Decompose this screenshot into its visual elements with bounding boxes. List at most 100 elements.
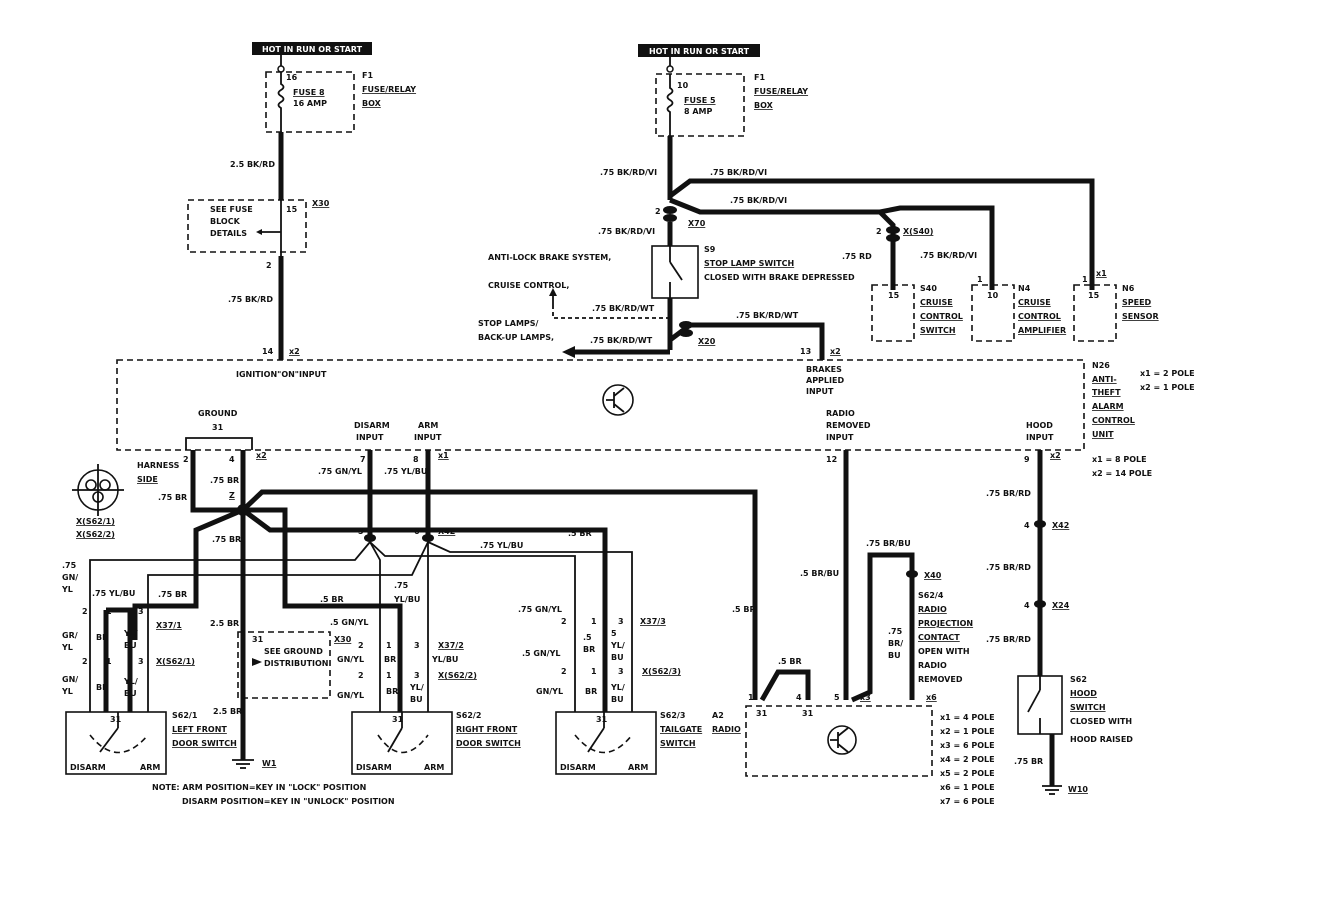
lf-wire-ylbu: .75 YL/BU bbox=[92, 589, 135, 598]
radio-name: RADIO bbox=[712, 725, 741, 734]
harness-label2: SIDE bbox=[137, 475, 158, 484]
wire-to-n6 bbox=[668, 178, 1095, 290]
cruise-arrow-head bbox=[549, 288, 557, 296]
rf-switch-blade bbox=[387, 727, 403, 753]
tg-disarm: DISARM bbox=[560, 763, 596, 772]
conn-ref-2: X(S62/2) bbox=[76, 530, 115, 539]
disarm-wire-label: .75 GN/YL bbox=[318, 467, 362, 476]
hood-note1: CLOSED WITH bbox=[1070, 717, 1132, 726]
wire-75br-c: .75 BR bbox=[158, 590, 187, 599]
tg-name1: TAILGATE bbox=[660, 725, 702, 734]
radio-wire-5br-b: .5 BR bbox=[778, 657, 802, 666]
s62-4-line4: OPEN WITH bbox=[918, 647, 970, 656]
pin-12: 12 bbox=[826, 455, 837, 464]
x20-connector-top bbox=[679, 321, 693, 329]
s9-switch-box bbox=[651, 245, 699, 299]
x42-pin6: 6 bbox=[414, 527, 420, 536]
n26-ref: N26 bbox=[1092, 361, 1110, 370]
n4-line1: CRUISE bbox=[1018, 298, 1051, 307]
wire-75-b-label: .75 bbox=[394, 581, 409, 590]
radio-wire-75brbu: .75 BR/BU bbox=[866, 539, 911, 548]
lf-gn-2: YL bbox=[61, 687, 73, 696]
ground-dist-box bbox=[237, 631, 331, 699]
fuse-right-box2: BOX bbox=[754, 101, 774, 110]
wire-disarm-to-lf bbox=[89, 541, 371, 640]
x42-connector-6 bbox=[422, 534, 434, 542]
x42-ref: X42 bbox=[438, 527, 455, 536]
lf-wire-gnyl-1: .75 bbox=[62, 561, 77, 570]
tg-pin1b: 1 bbox=[591, 667, 597, 676]
rf-ylbu-2: BU bbox=[410, 695, 423, 704]
hood-name1: HOOD bbox=[1070, 689, 1097, 698]
radio-pin-x6: x6 bbox=[926, 693, 937, 702]
x42-connector-5 bbox=[364, 534, 376, 542]
ign-conn: x2 bbox=[289, 347, 300, 356]
lf-pin1b: 1 bbox=[106, 657, 112, 666]
rf-switch-arc bbox=[377, 734, 429, 754]
arm-label2: INPUT bbox=[414, 433, 442, 442]
tg-pin3b: 3 bbox=[618, 667, 624, 676]
wire-gnd-pin2 bbox=[190, 450, 243, 513]
pin-x2b: x2 bbox=[1050, 451, 1061, 460]
radio-label3: INPUT bbox=[826, 433, 854, 442]
n6-line1: SPEED bbox=[1122, 298, 1152, 307]
x540-connector-top bbox=[886, 226, 900, 234]
wire-ylbu-c-label: YL/BU bbox=[393, 595, 420, 604]
wire-gnd-to-lf-door bbox=[132, 507, 244, 640]
x20-ref: X20 bbox=[698, 337, 716, 346]
wire-arm-to-tg bbox=[427, 541, 633, 640]
terminal-left bbox=[277, 65, 285, 73]
brake-label2: APPLIED bbox=[806, 376, 844, 385]
lf-conn-ref-b: X(S62/1) bbox=[156, 657, 195, 666]
radio-pole-3: x4 = 2 POLE bbox=[940, 755, 995, 764]
wire-top1-label: .75 BK/RD/VI bbox=[710, 168, 767, 177]
pole-note-4: x2 = 14 POLE bbox=[1092, 469, 1152, 478]
n26-line3: ALARM bbox=[1092, 402, 1124, 411]
disarm-label2: INPUT bbox=[356, 433, 384, 442]
fuse-block-line1: SEE FUSE bbox=[210, 205, 253, 214]
lf-door-switch-box bbox=[65, 711, 167, 775]
harness-pin-1 bbox=[85, 479, 97, 491]
radio-transistor-circle bbox=[827, 725, 857, 755]
note-line2: DISARM POSITION=KEY IN "UNLOCK" POSITION bbox=[182, 797, 395, 806]
lf-wire-gnyl-2: GN/ bbox=[62, 573, 78, 582]
rf-pin3b: 3 bbox=[414, 671, 420, 680]
hood-name2: SWITCH bbox=[1070, 703, 1106, 712]
hot-label-left: HOT IN RUN OR START bbox=[262, 45, 363, 54]
pin-7: 7 bbox=[360, 455, 366, 464]
rf-pin1b: 1 bbox=[386, 671, 392, 680]
tg-br-3: BR bbox=[585, 687, 597, 696]
pin-2: 2 bbox=[183, 455, 189, 464]
pole-note-2: x2 = 1 POLE bbox=[1140, 383, 1195, 392]
x70-pin: 2 bbox=[655, 207, 661, 216]
hood-switch-contact bbox=[1027, 689, 1041, 713]
n26-line4: CONTROL bbox=[1092, 416, 1135, 425]
wire-disarm-to-rf bbox=[369, 541, 381, 640]
x540-pin: 2 bbox=[876, 227, 882, 236]
tg-ylbu-1: 5 bbox=[611, 629, 617, 638]
tg-pin3a: 3 bbox=[618, 617, 624, 626]
lf-pin3a: 3 bbox=[138, 607, 144, 616]
hood-note2: HOOD RAISED bbox=[1070, 735, 1133, 744]
w30-pin: 31 bbox=[252, 635, 264, 644]
s9-contact bbox=[669, 261, 683, 281]
fuse-block-ref: X30 bbox=[312, 199, 330, 208]
fuse-left-pin: 16 bbox=[286, 73, 298, 82]
n6-pin: 15 bbox=[1088, 291, 1100, 300]
lf-pin3b: 3 bbox=[138, 657, 144, 666]
lf-switch-arc bbox=[89, 734, 149, 754]
lf-arm: ARM bbox=[140, 763, 160, 772]
radio-pole-6: x7 = 6 POLE bbox=[940, 797, 995, 806]
s40-line3: SWITCH bbox=[920, 326, 956, 335]
rf-name1: RIGHT FRONT bbox=[456, 725, 518, 734]
rf-pin2a: 2 bbox=[358, 641, 364, 650]
tg-ylbu-5: BU bbox=[611, 695, 624, 704]
wire-75br-d: .75 BR bbox=[212, 535, 241, 544]
hood-x24-connector bbox=[1034, 600, 1046, 608]
wire-s9-out2-label: .75 BK/RD/WT bbox=[736, 311, 799, 320]
harness-pin-2 bbox=[99, 479, 111, 491]
wire-gnd-to-radio bbox=[241, 489, 758, 700]
radio-pole-1: x2 = 1 POLE bbox=[940, 727, 995, 736]
hood-x42-ref: X42 bbox=[1052, 521, 1069, 530]
